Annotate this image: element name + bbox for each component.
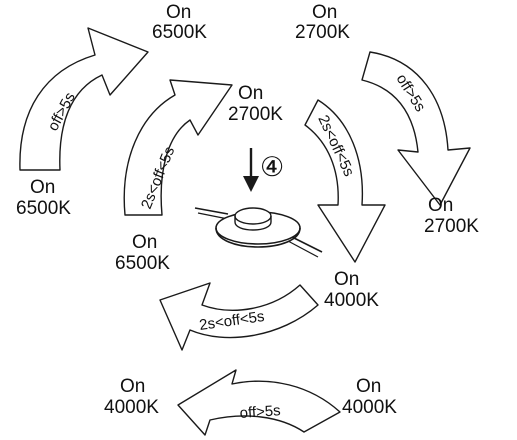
svg-text:4000K: 4000K bbox=[324, 290, 379, 311]
svg-text:On: On bbox=[30, 177, 55, 198]
step-marker-4: ④ bbox=[260, 152, 284, 182]
svg-text:2700K: 2700K bbox=[228, 104, 283, 125]
arrow-outer-bottom: off>5s bbox=[177, 369, 341, 436]
press-down-arrow-icon bbox=[243, 148, 259, 192]
svg-text:On: On bbox=[166, 2, 191, 23]
label-inner-right-state: On 4000K bbox=[324, 269, 379, 311]
arrow-inner-left: 2s<off<5s bbox=[123, 79, 233, 216]
svg-text:On: On bbox=[120, 376, 145, 397]
svg-text:On: On bbox=[356, 376, 381, 397]
arrow-outer-top-left: off>5s bbox=[19, 27, 149, 171]
label-top-left-state: On 6500K bbox=[152, 2, 207, 43]
arrow-outer-top-right: off>5s bbox=[361, 51, 471, 206]
svg-text:2700K: 2700K bbox=[295, 22, 350, 43]
svg-text:4000K: 4000K bbox=[104, 397, 159, 418]
svg-text:On: On bbox=[428, 195, 453, 216]
arrow-inner-right: 2s<off<5s bbox=[304, 99, 386, 263]
inline-switch-device bbox=[194, 207, 323, 258]
svg-text:6500K: 6500K bbox=[16, 198, 71, 219]
arrow-inner-bottom: 2s<off<5s bbox=[159, 282, 319, 351]
svg-text:On: On bbox=[238, 83, 263, 104]
label-bottom-left-state: On 4000K bbox=[104, 376, 159, 418]
label-inner-left-state: On 6500K bbox=[115, 232, 170, 274]
svg-text:6500K: 6500K bbox=[115, 253, 170, 274]
label-outer-left-state: On 6500K bbox=[16, 177, 71, 219]
svg-text:On: On bbox=[132, 232, 157, 253]
svg-text:On: On bbox=[334, 269, 359, 290]
label-bottom-right-state: On 4000K bbox=[342, 376, 397, 418]
svg-text:6500K: 6500K bbox=[152, 22, 207, 43]
svg-text:2700K: 2700K bbox=[424, 216, 479, 237]
arrow-outer-bottom-text: off>5s bbox=[239, 402, 281, 422]
label-inner-top-state: On 2700K bbox=[228, 83, 283, 125]
svg-text:4000K: 4000K bbox=[342, 397, 397, 418]
label-top-right-state: On 2700K bbox=[295, 2, 350, 43]
label-outer-right-state: On 2700K bbox=[424, 195, 479, 237]
svg-text:On: On bbox=[312, 2, 337, 23]
